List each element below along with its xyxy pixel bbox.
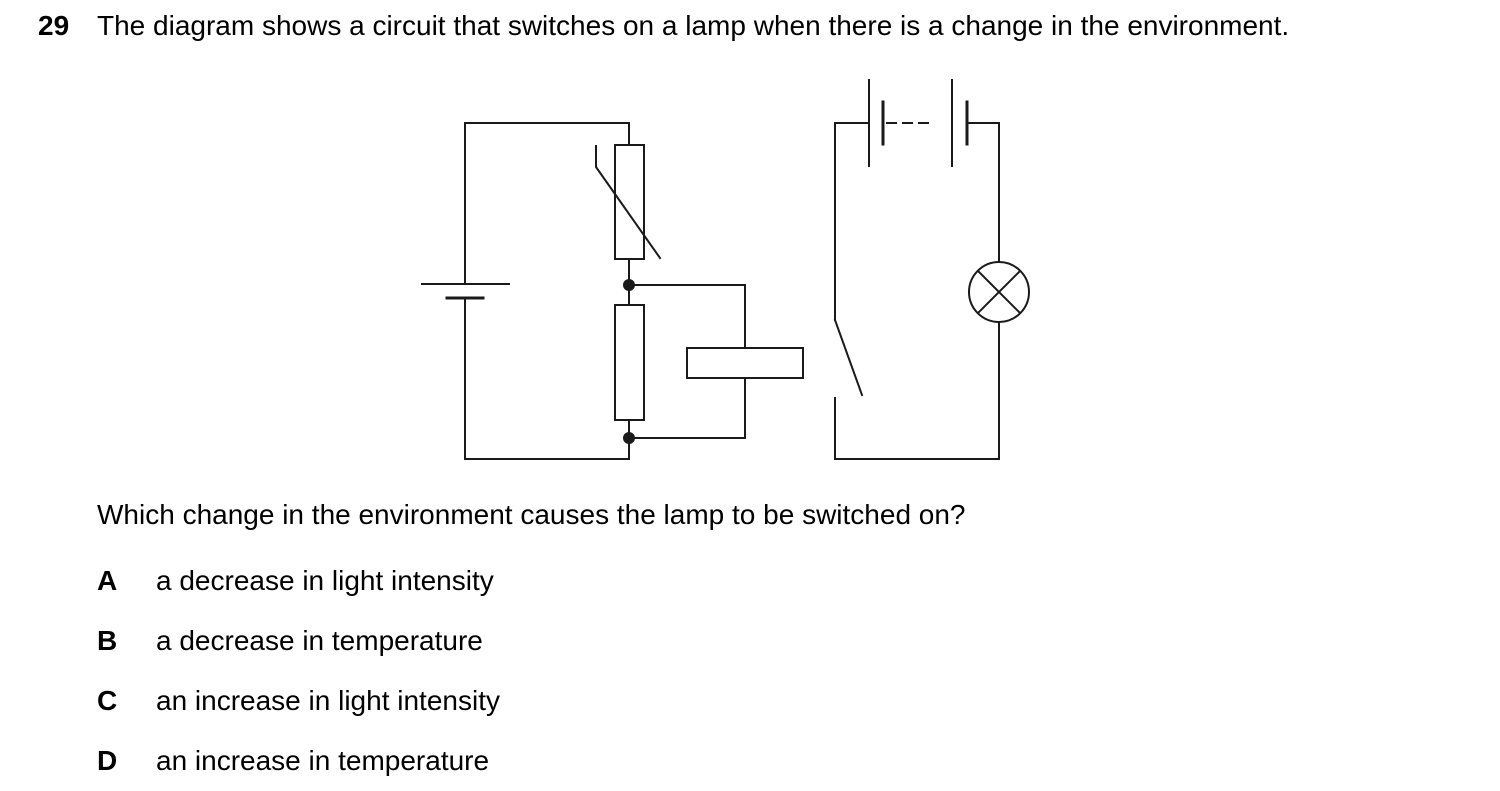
output-circuit-wires (834, 122, 1000, 460)
input-circuit-wires (464, 122, 746, 460)
option-b[interactable]: B a decrease in temperature (97, 623, 697, 659)
thermistor-symbol (595, 144, 662, 260)
option-a[interactable]: A a decrease in light intensity (97, 563, 697, 599)
option-letter: D (97, 745, 118, 776)
junction-dot-upper (623, 279, 635, 291)
relay-switch-symbol (833, 318, 864, 397)
cell-symbol (421, 283, 510, 300)
option-letter: A (97, 565, 118, 596)
option-d[interactable]: D an increase in temperature (97, 743, 697, 779)
fixed-resistor-symbol (614, 304, 645, 421)
option-letter: C (97, 685, 118, 716)
battery-symbol (868, 79, 969, 167)
option-text: a decrease in temperature (156, 625, 483, 656)
option-text: a decrease in light intensity (156, 565, 494, 596)
option-letter: B (97, 625, 118, 656)
question-stem: The diagram shows a circuit that switche… (97, 10, 1290, 41)
question-prompt: Which change in the environment causes t… (97, 499, 966, 530)
question-number: 29 (38, 10, 70, 41)
junction-dot-lower (623, 432, 635, 444)
option-c[interactable]: C an increase in light intensity (97, 683, 697, 719)
option-text: an increase in light intensity (156, 685, 500, 716)
lamp-symbol (968, 261, 1030, 323)
relay-coil-symbol (686, 347, 804, 379)
option-text: an increase in temperature (156, 745, 490, 776)
